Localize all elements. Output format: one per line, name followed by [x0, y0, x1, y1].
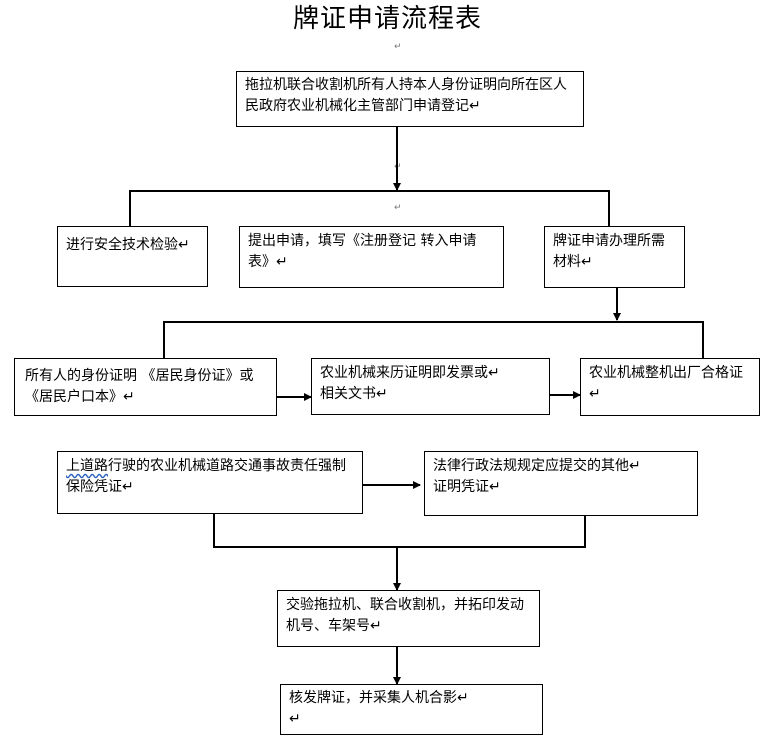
safety-check-box: 进行安全技术检验↵ [57, 226, 208, 287]
branch-connector-materials [163, 321, 704, 358]
inspect-box: 交验拖拉机、联合收割机，并拓印发动机号、车架号↵ [277, 590, 540, 647]
materials-box: 牌证申请办理所需材料↵ [544, 226, 685, 288]
insurance-prefix-text: 上道路 [66, 458, 108, 474]
factory-cert-box: 农业机械整机出厂合格证↵ [580, 358, 760, 416]
other-docs-box: 法律行政法规规定应提交的其他↵ 证明凭证↵ [424, 451, 698, 516]
branch-connector-top [129, 190, 610, 226]
page-title: 牌证申请流程表 [292, 4, 482, 34]
origin-proof-box: 农业机械来历证明即发票或↵ 相关文书↵ [311, 358, 550, 415]
insurance-text: 行驶的农业机械道路交通事故责任强制保险凭证↵ [66, 458, 346, 495]
id-proof-box: 所有人的身份证明 《居民身份证》或《居民户口本》↵ [14, 358, 277, 416]
issue-box: 核发牌证，并采集人机合影↵ ↵ [280, 684, 543, 735]
insurance-box: 上道路行驶的农业机械道路交通事故责任强制保险凭证↵ [57, 451, 363, 514]
register-box: 拖拉机联合收割机所有人持本人身份证明向所在区人民政府农业机械化主管部门申请登记↵ [236, 71, 584, 127]
return-mark: ↵ [394, 203, 402, 213]
apply-form-box: 提出申请，填写《注册登记 转入申请表》↵ [239, 226, 504, 288]
return-mark: ↵ [394, 42, 402, 52]
merge-bracket [213, 514, 586, 548]
